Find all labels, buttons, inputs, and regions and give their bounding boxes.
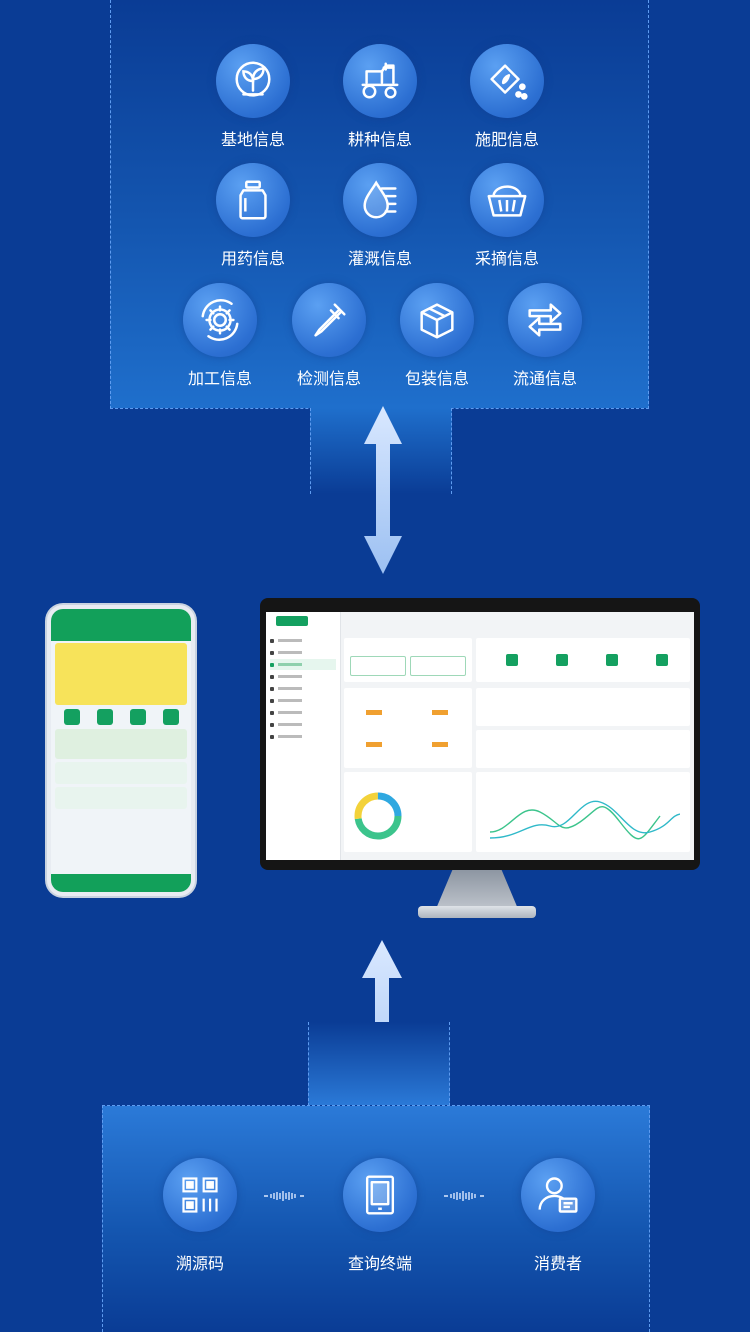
line-chart — [490, 800, 680, 840]
item-label: 采摘信息 — [474, 251, 539, 268]
item-testing-info: 检测信息 — [274, 283, 384, 389]
item-label: 溯源码 — [175, 1256, 224, 1273]
item-label: 施肥信息 — [474, 132, 539, 149]
item-label: 加工信息 — [187, 371, 252, 388]
sidebar-item — [270, 731, 336, 742]
app-icon — [63, 709, 80, 725]
app-logo — [266, 616, 340, 634]
trace-code-card — [476, 730, 690, 768]
trace-stats-card — [344, 688, 472, 768]
phone-card — [55, 762, 187, 784]
item-pesticide-info: 用药信息 — [198, 163, 308, 269]
phone-header — [51, 609, 191, 641]
pesticide-bottle-icon — [216, 163, 290, 237]
phone-card — [55, 729, 187, 759]
app-icon — [96, 709, 113, 725]
item-label: 包装信息 — [404, 371, 469, 388]
trend-chart-card — [476, 772, 690, 852]
item-trace-code: 溯源码 — [145, 1158, 255, 1274]
sidebar-item — [270, 635, 336, 646]
signal-wave-icon — [264, 1191, 304, 1201]
exchange-arrows-icon — [508, 283, 582, 357]
gear-icon — [183, 283, 257, 357]
sidebar-item — [270, 683, 336, 694]
app-icon — [129, 709, 146, 725]
monitor-base — [418, 906, 536, 918]
quick-create-card — [344, 638, 472, 682]
item-label: 检测信息 — [296, 371, 361, 388]
mobile-app-mockup — [47, 605, 195, 896]
phone-card — [55, 787, 187, 809]
item-label: 查询终端 — [347, 1256, 412, 1273]
sidebar-item — [270, 647, 336, 658]
sidebar-item — [270, 659, 336, 670]
certificate-card — [476, 688, 690, 726]
item-picking-info: 采摘信息 — [452, 163, 562, 269]
sprout-icon — [216, 44, 290, 118]
item-label: 流通信息 — [512, 371, 577, 388]
app-icon — [162, 709, 179, 725]
item-label: 消费者 — [533, 1256, 582, 1273]
qr-code-icon — [163, 1158, 237, 1232]
tractor-icon — [343, 44, 417, 118]
water-drop-icon — [343, 163, 417, 237]
item-label: 基地信息 — [220, 132, 285, 149]
dashboard-sidebar — [266, 612, 341, 860]
item-base-info: 基地信息 — [198, 44, 308, 150]
item-irrigation-info: 灌溉信息 — [325, 163, 435, 269]
item-label: 耕种信息 — [347, 132, 412, 149]
bidirectional-arrow-icon — [364, 406, 402, 574]
sidebar-item — [270, 671, 336, 682]
fertilizer-bag-icon — [470, 44, 544, 118]
signal-wave-icon — [444, 1191, 484, 1201]
sidebar-item — [270, 695, 336, 706]
phone-banner — [55, 643, 187, 705]
item-fertilizer-info: 施肥信息 — [452, 44, 562, 150]
donut-chart — [354, 792, 402, 840]
desktop-monitor-mockup — [260, 598, 700, 870]
item-consumer: 消费者 — [503, 1158, 613, 1274]
item-farming-info: 耕种信息 — [325, 44, 435, 150]
item-label: 用药信息 — [220, 251, 285, 268]
tablet-icon — [343, 1158, 417, 1232]
user-card-icon — [521, 1158, 595, 1232]
item-packaging-info: 包装信息 — [382, 283, 492, 389]
item-query-terminal: 查询终端 — [325, 1158, 435, 1274]
item-processing-info: 加工信息 — [165, 283, 275, 389]
item-circulation-info: 流通信息 — [490, 283, 600, 389]
product-top-card — [344, 772, 472, 852]
phone-tabbar — [51, 874, 191, 892]
sidebar-item — [270, 707, 336, 718]
basket-icon — [470, 163, 544, 237]
dashboard-screen — [266, 612, 694, 860]
phone-icon-row — [55, 709, 187, 725]
bottom-panel-connector — [308, 1022, 450, 1106]
quick-actions-card — [476, 638, 690, 682]
item-label: 灌溉信息 — [347, 251, 412, 268]
pipette-icon — [292, 283, 366, 357]
box-icon — [400, 283, 474, 357]
sidebar-item — [270, 719, 336, 730]
